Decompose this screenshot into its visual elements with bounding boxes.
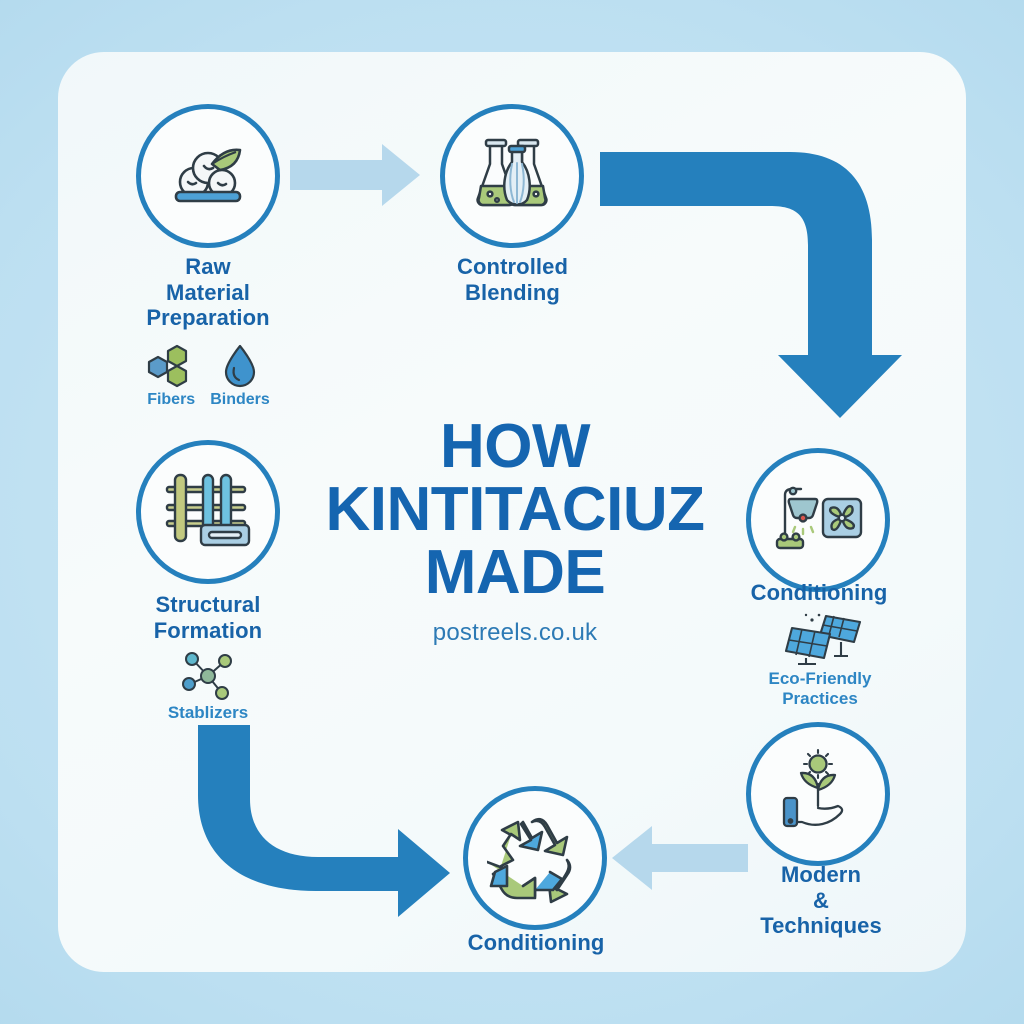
hexagons-icon xyxy=(148,344,188,388)
sub-item-binders[interactable]: Binders xyxy=(210,344,270,410)
flasks-whisk-icon xyxy=(476,138,548,207)
loom-frame-icon xyxy=(165,473,251,547)
title-line-1: HOW xyxy=(439,412,591,481)
structural-formation-label: Structural Formation xyxy=(118,592,298,643)
hand-sprout-sun-icon xyxy=(782,748,844,828)
conditioning-bottom-circle[interactable] xyxy=(463,786,607,930)
label-line: Controlled xyxy=(457,254,568,279)
label-line: Techniques xyxy=(760,913,882,939)
stablizers-sub-item[interactable]: Stablizers xyxy=(130,650,286,723)
label-line: Modern xyxy=(780,862,862,887)
raw-material-sub-items: Fibers Binders xyxy=(130,344,286,410)
controlled-blending-label: Controlled Blending xyxy=(420,254,605,305)
sub-item-fibers-label: Fibers xyxy=(147,391,196,408)
raw-material-pile-icon xyxy=(174,148,242,203)
label-line: Formation xyxy=(153,617,263,643)
label-line: Conditioning xyxy=(467,930,605,955)
eco-friendly-practices-label: Eco-Friendly Practices xyxy=(735,669,905,708)
center-title-block: HOW KINTITACIUZ MADE postreels.co.uk xyxy=(300,415,730,647)
solar-panels-icon xyxy=(784,613,862,666)
label-line: Material xyxy=(166,279,250,305)
eco-friendly-sub-item[interactable]: Eco-Friendly Practices xyxy=(735,612,905,708)
label-line: Raw xyxy=(185,254,231,279)
label-line: & xyxy=(813,887,829,913)
raw-material-preparation-label: Raw Material Preparation xyxy=(118,254,298,331)
label-line: Blending xyxy=(465,279,560,305)
arrow-raw-to-blending xyxy=(290,144,420,206)
molecule-icon xyxy=(182,652,232,700)
label-line: Preparation xyxy=(146,305,270,331)
label-line: Conditioning xyxy=(750,580,888,605)
modern-techniques-circle[interactable] xyxy=(746,722,890,866)
arrow-structural-to-recycle xyxy=(198,725,450,917)
recycle-icon xyxy=(487,817,572,904)
lamp-fan-icon xyxy=(775,486,863,550)
label-line: Eco-Friendly xyxy=(768,669,872,688)
raw-material-circle[interactable] xyxy=(136,104,280,248)
label-line: Structural xyxy=(155,592,261,617)
title-line-3: MADE xyxy=(424,538,606,608)
title-subtitle: postreels.co.uk xyxy=(432,618,598,646)
arrow-blending-to-conditioning xyxy=(600,152,902,418)
title-line-2: KINTITACIUZ xyxy=(325,475,705,545)
arrow-modern-to-recycle xyxy=(612,826,748,890)
conditioning-right-label: Conditioning xyxy=(725,580,913,606)
modern-techniques-label: Modern & Techniques xyxy=(725,862,917,939)
sub-item-fibers[interactable]: Fibers xyxy=(146,344,196,410)
controlled-blending-circle[interactable] xyxy=(440,104,584,248)
structural-formation-circle[interactable] xyxy=(136,440,280,584)
conditioning-right-circle[interactable] xyxy=(746,448,890,592)
sub-item-binders-label: Binders xyxy=(210,391,270,408)
label-line: Practices xyxy=(782,688,858,708)
conditioning-bottom-label: Conditioning xyxy=(440,930,632,956)
water-drop-icon xyxy=(224,344,256,388)
stablizers-label: Stablizers xyxy=(167,703,249,722)
